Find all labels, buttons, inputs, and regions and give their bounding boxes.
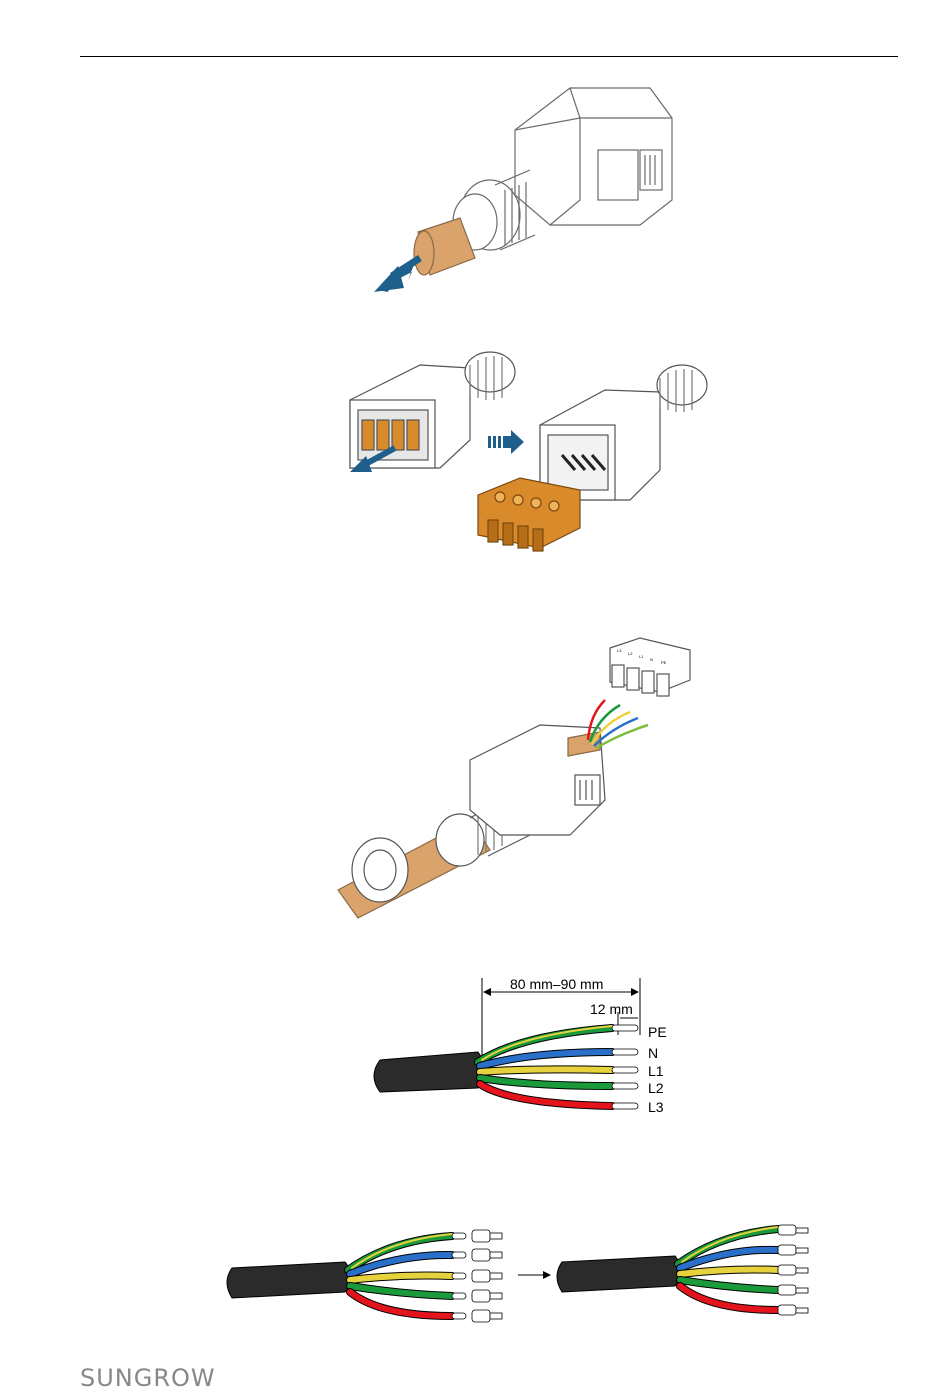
svg-text:L3: L3: [617, 648, 622, 653]
wire-label-l1: L1: [648, 1063, 664, 1079]
svg-text:PE: PE: [661, 660, 667, 665]
figure-remove-seal: [414, 88, 672, 275]
figure-crimp-ferrules: [227, 1225, 808, 1322]
wire-label-n: N: [648, 1045, 658, 1061]
figure-strip-dimensions: 80 mm–90 mm 12 mm PE N L1 L2 L3: [374, 976, 667, 1115]
dimension-overall-label: 80 mm–90 mm: [510, 976, 603, 992]
figure-remove-terminal: [350, 352, 707, 551]
figure-thread-cable: [338, 638, 690, 918]
move-arrow: [488, 430, 524, 454]
wire-label-l3: L3: [648, 1099, 664, 1115]
sungrow-logo: SUNGROW: [80, 1364, 216, 1392]
wire-label-pe: PE: [648, 1024, 667, 1040]
svg-text:L2: L2: [628, 651, 633, 656]
svg-text:N: N: [650, 657, 653, 662]
dimension-strip-label: 12 mm: [590, 1001, 633, 1017]
svg-text:L1: L1: [639, 654, 644, 659]
wire-label-l2: L2: [648, 1080, 664, 1096]
